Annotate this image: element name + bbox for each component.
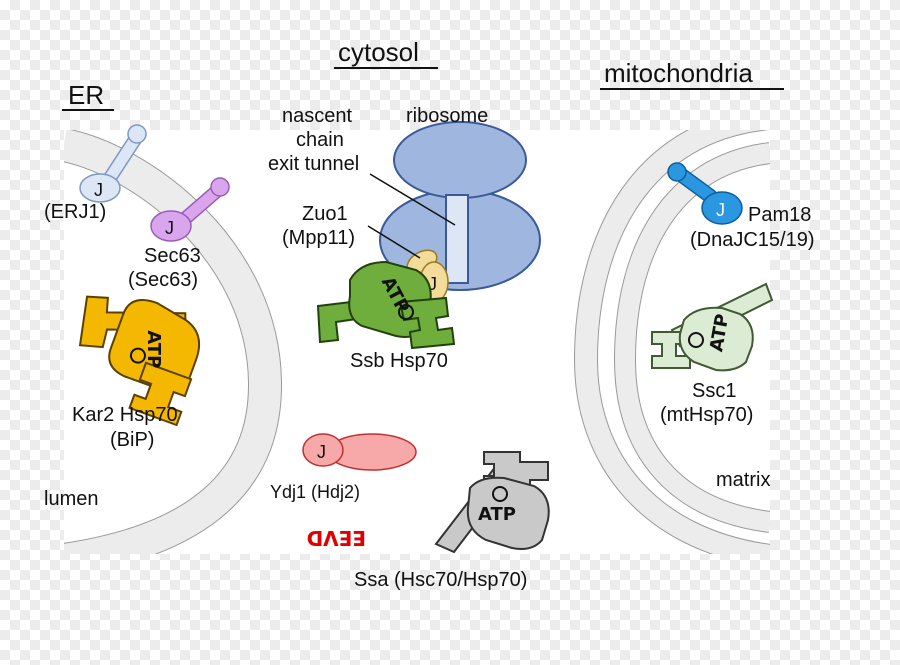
ssa-protein: ATP xyxy=(434,451,550,554)
label-erj1: (ERJ1) xyxy=(44,201,106,223)
label-matrix: matrix xyxy=(716,469,770,491)
erj1-protein: J xyxy=(79,124,147,203)
ssb-hsp70-protein: ATP xyxy=(316,260,456,350)
sec63-j-domain: J xyxy=(165,218,174,238)
kar2-hsp70-protein: ATP xyxy=(78,295,200,427)
label-pam18: Pam18 xyxy=(748,204,811,226)
label-exit-tunnel: exit tunnel xyxy=(268,153,359,175)
label-zuo1: Zuo1 xyxy=(302,203,348,225)
exit-tunnel xyxy=(445,194,469,284)
exit-tunnel-pointer xyxy=(369,173,456,226)
label-ssb: Ssb Hsp70 xyxy=(350,350,448,372)
heading-er: ER xyxy=(68,80,104,110)
ssa-atp-label: ATP xyxy=(478,504,516,525)
label-sec63-homolog: (Sec63) xyxy=(128,269,198,291)
zuo1-j-domain: J xyxy=(428,274,437,294)
ssc1-protein: ATP xyxy=(651,282,774,372)
ydj1-protein: J xyxy=(302,433,417,471)
ribosome xyxy=(379,121,541,291)
heading-mitochondria: mitochondria xyxy=(604,58,753,88)
eevd-motif: EEVD xyxy=(307,526,366,550)
label-ssa: Ssa (Hsc70/Hsp70) xyxy=(354,569,527,591)
label-lumen: lumen xyxy=(44,488,98,510)
mitochondria-outer-membrane xyxy=(573,130,770,554)
label-kar2: Kar2 Hsp70 xyxy=(72,404,178,426)
zuo1-pointer xyxy=(367,225,421,259)
er-membrane xyxy=(64,130,283,554)
sec63-protein: J xyxy=(150,177,230,242)
pam18-j-domain: J xyxy=(716,200,725,220)
heading-cytosol: cytosol xyxy=(338,37,419,67)
kar2-atp-label: ATP xyxy=(143,330,164,368)
label-bip: (BiP) xyxy=(110,429,154,451)
label-ribosome: ribosome xyxy=(406,105,488,127)
ydj1-j-domain: J xyxy=(317,442,326,462)
label-sec63: Sec63 xyxy=(144,245,201,267)
pam18-protein: J xyxy=(667,162,743,225)
label-ydj1: Ydj1 (Hdj2) xyxy=(270,482,360,502)
label-chain: chain xyxy=(296,129,344,151)
label-nascent: nascent xyxy=(282,105,352,127)
label-mthsp70: (mtHsp70) xyxy=(660,404,753,426)
label-dnajc15-19: (DnaJC15/19) xyxy=(690,229,815,251)
label-ssc1: Ssc1 xyxy=(692,380,736,402)
erj1-j-domain: J xyxy=(94,180,103,200)
label-mpp11: (Mpp11) xyxy=(282,227,355,249)
